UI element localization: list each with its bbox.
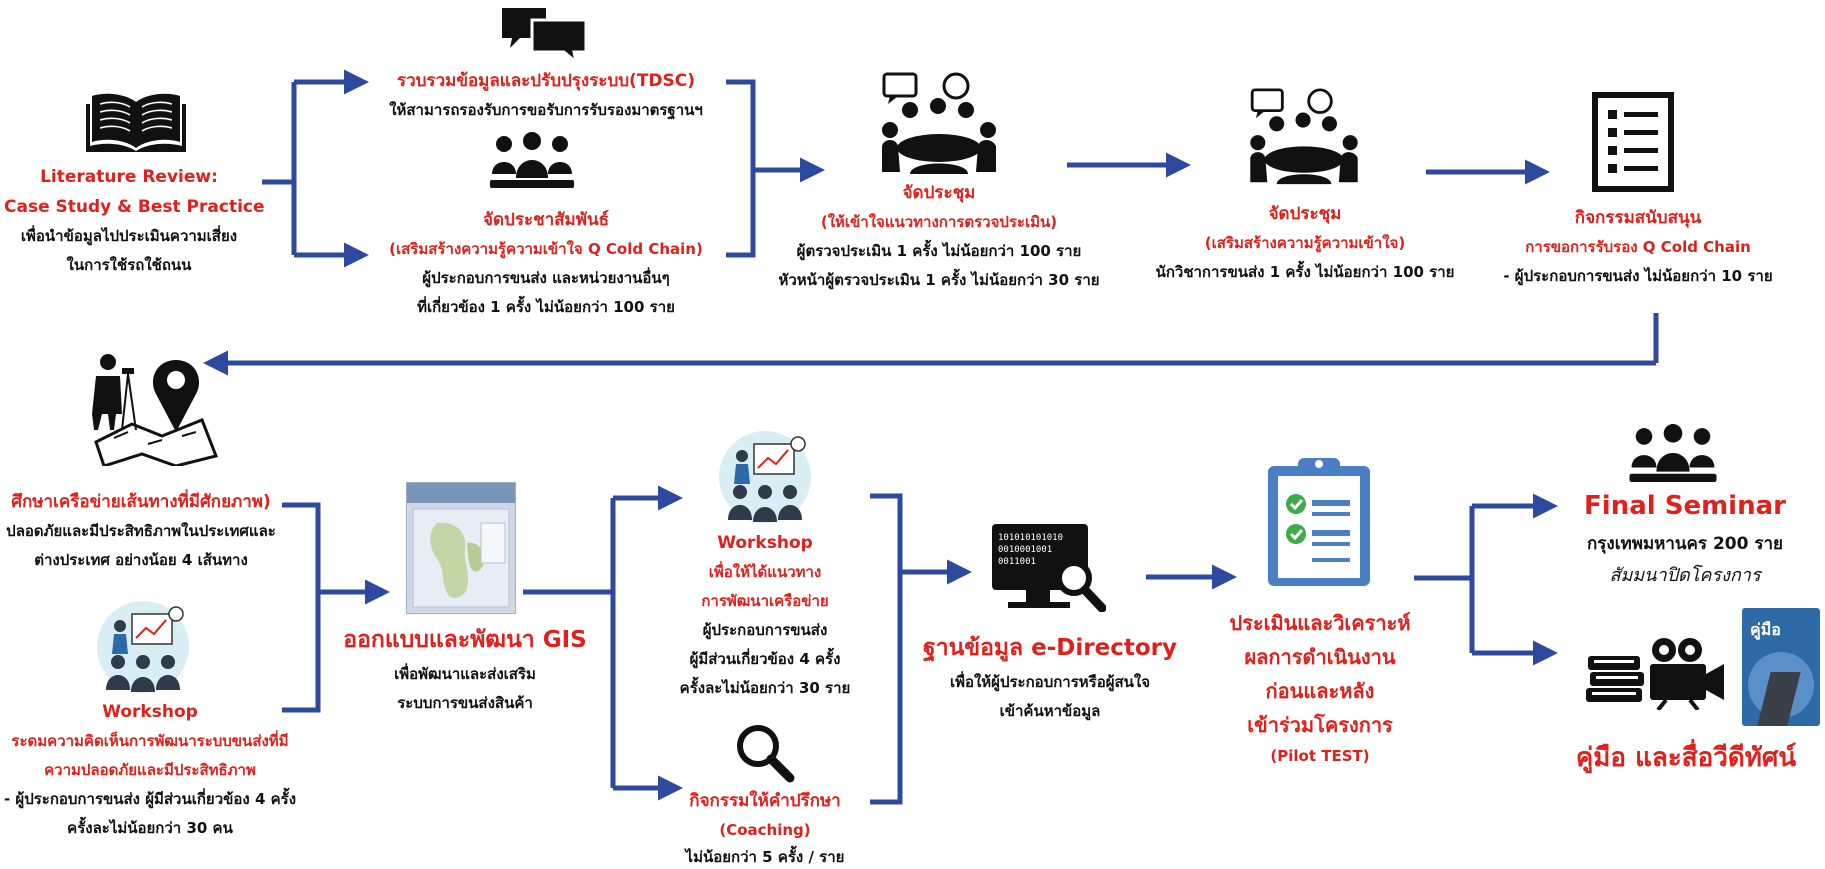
workshop1-block: Workshop ระดมความคิดเห็นการพัฒนาระบบขนส่… <box>0 697 300 843</box>
pr-desc-line: ผู้ประกอบการขนส่ง และหน่วยงานอื่นๆ <box>422 269 670 287</box>
eval-block: ประเมินและวิเคราะห์ ผลการดำเนินงาน ก่อนแ… <box>1210 606 1430 771</box>
screen-digit-line: 101010101010 <box>998 533 1064 543</box>
final-title: Final Seminar <box>1584 491 1786 521</box>
pr-block: จัดประชาสัมพันธ์ (เสริมสร้างความรู้ความเ… <box>366 205 726 322</box>
edir-desc-line: เพื่อให้ผู้ประกอบการหรือผู้สนใจ <box>949 673 1151 691</box>
meeting-table-icon <box>882 72 996 174</box>
final-seminar-block: Final Seminar กรุงเทพมหานคร 200 ราย สัมม… <box>1545 484 1825 592</box>
connector-gis-fork <box>523 498 616 788</box>
meeting2-desc-line: นักวิชาการขนส่ง 1 ครั้ง ไม่น้อยกว่า 100 … <box>1155 263 1455 281</box>
eval-red-line: เข้าร่วมโครงการ <box>1247 713 1393 737</box>
workshop1-red-line: ความปลอดภัยและมีประสิทธิภาพ <box>44 761 256 779</box>
tdsc-title: รวบรวมข้อมูลและปรับปรุงระบบ(TDSC) <box>396 71 696 91</box>
meeting1-block: จัดประชุม (ให้เข้าใจแนวทางการตรวจประเมิน… <box>764 178 1114 295</box>
meeting-table-icon <box>1250 88 1358 185</box>
screen-magnifier-icon <box>1056 560 1106 612</box>
workshop2-title: Workshop <box>717 533 813 553</box>
gis-map-thumbnail <box>406 482 516 614</box>
meeting2-title: จัดประชุม <box>1268 204 1342 224</box>
surveyor-map-pin-icon <box>92 354 218 466</box>
pr-desc-line: ที่เกี่ยวข้อง 1 ครั้ง ไม่น้อยกว่า 100 รา… <box>417 298 675 316</box>
monitor-base <box>1008 602 1070 608</box>
coaching-block: กิจกรรมให้คำปรึกษา (Coaching) ไม่น้อยกว่… <box>665 786 865 869</box>
workshop2-block: Workshop เพื่อให้ได้แนวทาง การพัฒนาเครือ… <box>655 528 875 703</box>
meeting1-desc-line: ผู้ตรวจประเมิน 1 ครั้ง ไม่น้อยกว่า 100 ร… <box>796 242 1082 260</box>
literature-title-line: Literature Review: <box>40 167 218 187</box>
study-block: ศึกษาเครือข่ายเส้นทางที่มีศักยภาพ) ปลอดภ… <box>0 487 282 575</box>
workshop1-red-line: ระดมความคิดเห็นการพัฒนาระบบขนส่งที่มี <box>11 732 289 750</box>
study-desc-line: ต่างประเทศ อย่างน้อย 4 เส้นทาง <box>34 551 248 569</box>
computer-search-icon: 101010101010 0010001001 0011001 <box>992 524 1108 624</box>
open-book-icon <box>86 93 186 152</box>
connector-merge-2 <box>282 502 321 713</box>
books-camera-icon <box>1586 638 1724 710</box>
eval-red-line: ก่อนและหลัง <box>1265 679 1375 703</box>
support-block: กิจกรรมสนับสนุน การขอการรับรอง Q Cold Ch… <box>1488 203 1788 291</box>
workshop2-red-line: เพื่อให้ได้แนวทาง <box>708 563 822 581</box>
group-people-icon <box>1629 424 1717 482</box>
eval-subtitle: (Pilot TEST) <box>1270 747 1370 765</box>
group-people-icon <box>490 132 574 188</box>
final-italic-line: สัมมนาปิดโครงการ <box>1609 565 1761 586</box>
literature-review-block: Literature Review: Case Study & Best Pra… <box>4 162 265 280</box>
manual-book-cover: คู่มือ <box>1742 608 1820 726</box>
edir-block: ฐานข้อมูล e-Directory เพื่อให้ผู้ประกอบก… <box>920 628 1180 726</box>
edir-desc-line: เข้าค้นหาข้อมูล <box>999 702 1101 720</box>
literature-desc-line: ในการใช้รถใช้ถนน <box>66 256 192 274</box>
connector-merge-1 <box>726 79 756 258</box>
support-title: กิจกรรมสนับสนุน <box>1574 208 1702 228</box>
tdsc-block: รวบรวมข้อมูลและปรับปรุงระบบ(TDSC) ให้สาม… <box>366 66 726 125</box>
workshop2-desc-line: ผู้ประกอบการขนส่ง <box>702 621 828 639</box>
connector-final-fork <box>1414 506 1475 653</box>
workshop1-desc-line: - ผู้ประกอบการขนส่ง ผู้มีส่วนเกี่ยวข้อง … <box>3 790 297 808</box>
tdsc-desc: ให้สามารถรองรับการขอรับการรับรองมาตรฐานฯ <box>389 101 703 119</box>
literature-desc-line: เพื่อนำข้อมูลไปประเมินความเสี่ยง <box>20 227 238 245</box>
monitor-stand <box>1026 590 1050 602</box>
gis-desc-line: ระบบการขนส่งสินค้า <box>397 694 533 712</box>
coaching-title: กิจกรรมให้คำปรึกษา <box>689 791 841 811</box>
chat-bubbles-icon <box>502 8 588 64</box>
edir-title: ฐานข้อมูล e-Directory <box>923 635 1177 661</box>
manual-cover-label: คู่มือ <box>1750 620 1781 639</box>
gis-map-header <box>407 483 515 503</box>
clipboard-checklist-icon <box>1268 458 1370 586</box>
study-title: ศึกษาเครือข่ายเส้นทางที่มีศักยภาพ) <box>11 492 271 512</box>
gis-desc-line: เพื่อพัฒนาและส่งเสริม <box>394 665 536 683</box>
magnifier-icon <box>737 725 795 783</box>
support-desc-line: - ผู้ประกอบการขนส่ง ไม่น้อยกว่า 10 ราย <box>1503 267 1773 285</box>
manual-block: คู่มือ และสื่อวีดีทัศน์ <box>1556 736 1816 780</box>
workshop-presenter-icon <box>719 431 811 523</box>
study-desc-line: ปลอดภัยและมีประสิทธิภาพในประเทศและ <box>6 522 276 540</box>
workshop2-red-line: การพัฒนาเครือข่าย <box>701 592 829 610</box>
final-desc-line: กรุงเทพมหานคร 200 ราย <box>1587 534 1783 554</box>
meeting1-title: จัดประชุม <box>902 183 976 203</box>
screen-digit-line: 0011001 <box>998 557 1036 567</box>
pr-subtitle: (เสริมสร้างความรู้ความเข้าใจ Q Cold Chai… <box>389 240 703 258</box>
gis-title: ออกแบบและพัฒนา GIS <box>343 627 587 653</box>
meeting2-block: จัดประชุม (เสริมสร้างความรู้ความเข้าใจ) … <box>1150 199 1460 287</box>
gis-block: ออกแบบและพัฒนา GIS เพื่อพัฒนาและส่งเสริม… <box>340 620 590 718</box>
coaching-subtitle: (Coaching) <box>719 821 811 839</box>
literature-title-line: Case Study & Best Practice <box>4 197 265 217</box>
coaching-desc-line: ไม่น้อยกว่า 5 ครั้ง / ราย <box>685 848 845 866</box>
connector-merge-3 <box>870 493 903 805</box>
workshop-presenter-icon <box>97 601 189 693</box>
eval-red-line: ประเมินและวิเคราะห์ <box>1229 611 1411 635</box>
connector-literature <box>262 82 297 255</box>
gis-map-graphic <box>412 508 510 608</box>
meeting1-subtitle: (ให้เข้าใจแนวทางการตรวจประเมิน) <box>820 213 1058 231</box>
workshop1-desc-line: ครั้งละไม่น้อยกว่า 30 คน <box>67 819 233 837</box>
workshop2-desc-line: ผู้มีส่วนเกี่ยวข้อง 4 ครั้ง <box>689 650 841 668</box>
workshop1-title: Workshop <box>102 702 198 722</box>
manual-title: คู่มือ และสื่อวีดีทัศน์ <box>1575 743 1797 773</box>
checklist-document-icon <box>1592 92 1674 192</box>
workshop2-desc-line: ครั้งละไม่น้อยกว่า 30 ราย <box>679 679 851 697</box>
screen-digit-line: 0010001001 <box>998 545 1053 555</box>
pr-title: จัดประชาสัมพันธ์ <box>483 210 609 230</box>
eval-red-line: ผลการดำเนินงาน <box>1244 645 1396 669</box>
meeting2-subtitle: (เสริมสร้างความรู้ความเข้าใจ) <box>1204 234 1406 252</box>
support-subtitle: การขอการรับรอง Q Cold Chain <box>1525 238 1751 256</box>
meeting1-desc-line: หัวหน้าผู้ตรวจประเมิน 1 ครั้ง ไม่น้อยกว่… <box>778 271 1100 289</box>
